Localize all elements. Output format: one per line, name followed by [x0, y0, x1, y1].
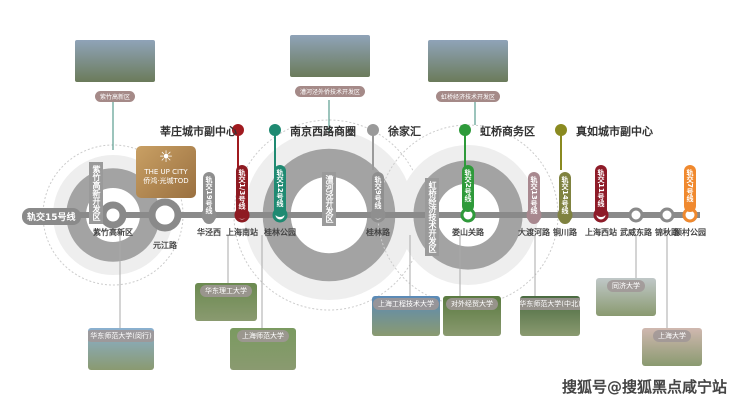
university-photo: 华东师范大学(闵行): [88, 328, 154, 370]
development-zone-label: 漕河泾开发区: [322, 172, 336, 226]
university-photo: 华东师范大学(中北): [520, 296, 580, 336]
station-label: 紫竹高新区: [93, 228, 133, 237]
watermark: 搜狐号@搜狐黑点咸宁站: [562, 378, 728, 396]
project-logo: ☀ THE UP CITY 侨鸿·光城TOD: [136, 146, 196, 198]
top-picture: 漕河泾外侨技术开发区: [290, 35, 370, 98]
university-caption: 对外经贸大学: [446, 298, 498, 310]
station-marker: [659, 207, 675, 223]
station-label: 铜川路: [553, 228, 577, 237]
hub-dot: [459, 124, 471, 136]
station-label: 桂林公园: [264, 228, 296, 237]
station-label: 元江路: [153, 241, 177, 250]
hub-label: 真如城市副中心: [576, 125, 653, 138]
hub-label: 莘庄城市副中心: [160, 125, 237, 138]
university-photo: 上海工程技术大学: [372, 296, 440, 336]
sunburst-icon: ☀: [158, 147, 174, 166]
station-label: 锦秋路: [655, 228, 679, 237]
station-marker: [99, 201, 127, 229]
station-label: 桂林路: [366, 228, 390, 237]
hub-dot: [269, 124, 281, 136]
hub-dot: [555, 124, 567, 136]
university-photo: 华东理工大学: [195, 283, 257, 321]
logo-subtitle: 侨鸿·光城TOD: [143, 177, 189, 185]
station-label: 大渡河路: [518, 228, 550, 237]
hub-dot: [367, 124, 379, 136]
hub-label: 徐家汇: [388, 125, 421, 138]
station-marker: [628, 207, 644, 223]
district-caption: 虹桥经济技术开发区: [435, 91, 500, 102]
district-photo: [428, 40, 508, 82]
transfer-line-tag: 轨交13号线: [528, 172, 540, 224]
university-photo: 对外经贸大学: [443, 296, 501, 336]
transfer-line-tag: 轨交12号线: [274, 165, 286, 217]
university-caption: 华东师范大学(闵行): [88, 330, 154, 342]
station-marker: [148, 198, 182, 232]
station-label: 武威东路: [620, 228, 652, 237]
line-15-label: 轨交15号线: [22, 208, 81, 225]
hub-dot: [232, 124, 244, 136]
development-zone-label: 虹桥经济技术开发区: [425, 178, 439, 256]
university-photo: 同济大学: [596, 278, 656, 316]
station-label: 上海西站: [585, 228, 617, 237]
development-zone-label: 紫竹高新开发区: [89, 162, 103, 224]
transfer-line-tag: 轨交19号线: [203, 172, 215, 224]
transfer-line-tag: 轨交11号线: [595, 165, 607, 217]
university-photo: 上海师范大学: [230, 328, 296, 370]
university-caption: 同济大学: [607, 280, 645, 292]
station-label: 华泾西: [197, 228, 221, 237]
top-picture: 虹桥经济技术开发区: [428, 40, 508, 103]
station-label: 上海南站: [226, 228, 258, 237]
station-label: 娄山关路: [452, 228, 484, 237]
top-picture: 紫竹高新区: [75, 40, 155, 103]
transfer-line-tag: 轨交1/3号线: [236, 165, 248, 220]
district-photo: [75, 40, 155, 82]
university-caption: 华东理工大学: [200, 285, 252, 297]
university-caption: 上海师范大学: [237, 330, 289, 342]
university-caption: 华东师范大学(中北): [520, 298, 580, 310]
hub-label: 虹桥商务区: [480, 125, 535, 138]
logo-title: THE UP CITY: [144, 168, 188, 176]
district-caption: 漕河泾外侨技术开发区: [294, 86, 365, 97]
transfer-line-tag: 轨交14号线: [559, 172, 571, 224]
university-photo: 上海大学: [642, 328, 702, 366]
station-label: 顾村公园: [674, 228, 706, 237]
district-photo: [290, 35, 370, 77]
transfer-line-tag: 轨交7号线: [684, 165, 696, 212]
district-caption: 紫竹高新区: [94, 91, 135, 102]
transfer-line-tag: 轨交2号线: [462, 165, 474, 212]
university-caption: 上海工程技术大学: [373, 298, 439, 310]
transfer-line-tag: 轨交9号线: [372, 172, 384, 219]
hub-label: 南京西路商圈: [290, 125, 356, 138]
university-caption: 上海大学: [653, 330, 691, 342]
